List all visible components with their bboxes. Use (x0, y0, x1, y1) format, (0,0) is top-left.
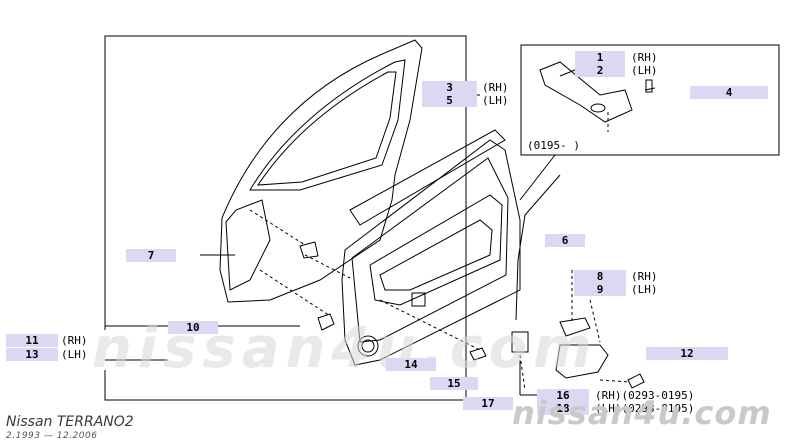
callout-17[interactable]: 17 (463, 397, 513, 410)
beltline-strip (349, 129, 506, 226)
callout-18[interactable]: 18 (537, 402, 589, 415)
trim-panel (341, 139, 521, 366)
brand-years: 2.1993 — 12.2006 (6, 431, 98, 441)
switch-bezel (411, 292, 426, 307)
door-mirror-corner (225, 199, 271, 291)
callout-16[interactable]: 16 (537, 389, 589, 402)
label-13-lh: (LH) (61, 348, 88, 361)
callout-4[interactable]: 4 (690, 86, 768, 99)
callout-11[interactable]: 11 (6, 334, 58, 347)
screw-17 (627, 373, 645, 389)
door-shell (219, 39, 423, 303)
pull-handle-12 (555, 344, 609, 379)
wire-rod (515, 174, 561, 321)
callout-7[interactable]: 7 (126, 249, 176, 262)
callout-13[interactable]: 13 (6, 348, 58, 361)
clip-10 (317, 313, 335, 331)
label-8-rh: (RH) (631, 270, 658, 283)
label-11-rh: (RH) (61, 334, 88, 347)
callout-10[interactable]: 10 (168, 321, 218, 334)
brand-model: Nissan TERRANO2 (6, 414, 134, 430)
callout-14[interactable]: 14 (386, 358, 436, 371)
callout-3[interactable]: 3 (422, 81, 477, 94)
callout-15[interactable]: 15 (430, 377, 478, 390)
bracket-part (539, 61, 633, 123)
callout-12[interactable]: 12 (646, 347, 728, 360)
label-1-rh: (RH) (631, 51, 658, 64)
callout-9[interactable]: 9 (574, 283, 626, 296)
inset-leader (519, 154, 556, 201)
clip-7 (299, 241, 319, 259)
label-5-lh: (LH) (482, 94, 509, 107)
inset-frame (520, 44, 780, 156)
callout-2[interactable]: 2 (575, 64, 625, 77)
watermark-bottom: nissan4u.com (512, 394, 772, 432)
door-glass-frame (249, 59, 406, 191)
callout-5[interactable]: 5 (422, 94, 477, 107)
screw-part-4 (645, 79, 653, 93)
label-9-lh: (LH) (631, 283, 658, 296)
handle-cover-6 (559, 317, 591, 337)
label-2-lh: (LH) (631, 64, 658, 77)
speaker-grille (357, 335, 379, 357)
callout-8[interactable]: 8 (574, 270, 626, 283)
callout-1[interactable]: 1 (575, 51, 625, 64)
armrest-recess (369, 194, 503, 306)
callout-6[interactable]: 6 (545, 234, 585, 247)
inset-date-range: (0195- ) (527, 139, 580, 152)
label-16-rh-range: (RH)(0293-0195) (595, 389, 695, 402)
label-3-rh: (RH) (482, 81, 509, 94)
clip-16 (511, 331, 529, 353)
label-18-lh-range: (LH)(0293-0195) (595, 402, 695, 415)
main-frame (104, 35, 467, 401)
